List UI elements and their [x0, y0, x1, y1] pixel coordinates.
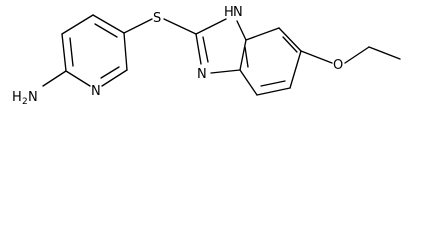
bond	[278, 27, 302, 52]
bond	[61, 33, 67, 72]
amine-n-label: N	[28, 90, 38, 105]
bond	[61, 14, 94, 35]
imidazole-n-label: N	[197, 67, 207, 82]
bond	[236, 20, 247, 41]
bond	[94, 23, 118, 38]
imidazole-ring	[195, 18, 247, 74]
molecule-diagram: H 2 N N S H N N O	[12, 5, 401, 107]
imidazole-nh-n-label: N	[233, 5, 243, 20]
bond	[244, 46, 249, 68]
bond	[202, 36, 209, 63]
bond	[92, 14, 125, 34]
ether-oxygen-label: O	[333, 58, 343, 73]
bond	[210, 69, 241, 74]
bond	[123, 32, 128, 71]
bond	[42, 70, 67, 87]
pyridine-n-label: N	[91, 84, 101, 99]
amine-h-label: H	[12, 90, 22, 105]
bond	[245, 27, 280, 41]
benzene-ring	[239, 27, 302, 96]
bond	[256, 87, 291, 96]
bond	[163, 18, 197, 35]
bond	[195, 33, 202, 65]
bond	[260, 80, 286, 87]
bond	[100, 66, 120, 79]
bond	[344, 46, 370, 64]
bond	[239, 69, 258, 96]
bond	[123, 18, 153, 34]
bond	[239, 39, 247, 71]
bond	[282, 36, 298, 53]
aminopyridine-ring	[42, 14, 128, 87]
bond	[195, 18, 227, 35]
bond	[289, 50, 302, 89]
thioether-linker	[123, 18, 197, 35]
structure-drawing: H 2 N N S H N N O	[12, 5, 401, 107]
amine-subscript-label: 2	[22, 97, 28, 107]
bond	[368, 46, 401, 60]
imidazole-nh-h-label: H	[224, 5, 234, 20]
ethoxy-group	[300, 46, 401, 64]
bond	[300, 50, 333, 64]
sulfur-label: S	[153, 11, 161, 26]
atom-labels: H 2 N N S H N N O	[12, 5, 343, 107]
bond	[65, 70, 91, 87]
bond	[69, 37, 74, 67]
bond	[101, 69, 128, 87]
